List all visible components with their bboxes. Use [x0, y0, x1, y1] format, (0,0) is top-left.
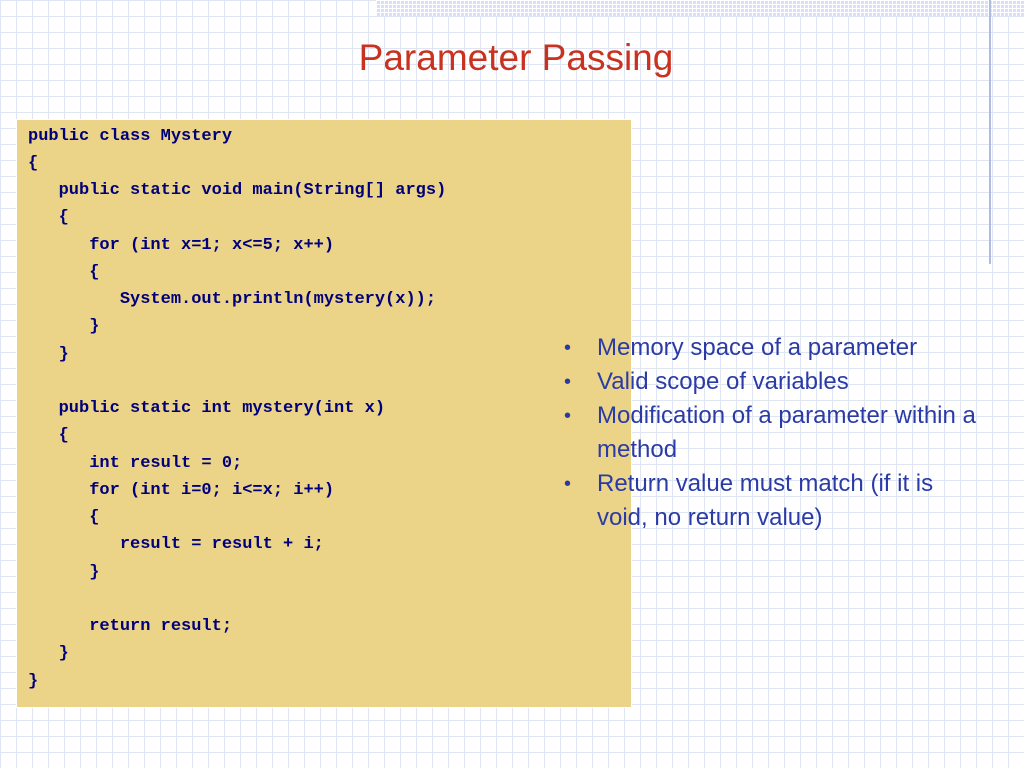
- code-line: {: [28, 263, 100, 282]
- code-line: }: [28, 644, 69, 663]
- bullet-item: • Modification of a parameter within a m…: [564, 399, 984, 467]
- decorative-rule: [989, 0, 991, 264]
- code-line: for (int x=1; x<=5; x++): [28, 236, 335, 255]
- code-line: public static void main(String[] args): [28, 181, 447, 200]
- code-line: {: [28, 154, 39, 173]
- bullet-item: • Valid scope of variables: [564, 365, 984, 399]
- bullet-item: • Memory space of a parameter: [564, 331, 984, 365]
- header-band: [376, 0, 1024, 16]
- code-line: }: [28, 345, 69, 364]
- code-line: }: [28, 563, 100, 582]
- code-line: public class Mystery: [28, 127, 233, 146]
- code-line: {: [28, 426, 69, 445]
- code-line: result = result + i;: [28, 535, 324, 554]
- bullet-list: • Memory space of a parameter • Valid sc…: [564, 331, 984, 535]
- code-block: public class Mystery { public static voi…: [16, 119, 632, 708]
- code-line: }: [28, 672, 39, 691]
- bullet-marker: •: [564, 405, 572, 427]
- bullet-marker: •: [564, 337, 572, 359]
- code-line: System.out.println(mystery(x));: [28, 290, 437, 309]
- code-line: {: [28, 208, 69, 227]
- bullet-text: Return value must match (if it is void, …: [597, 470, 934, 531]
- code-line: }: [28, 317, 100, 336]
- code-line: {: [28, 508, 100, 527]
- slide-title: Parameter Passing: [358, 37, 674, 78]
- bullet-text: Memory space of a parameter: [597, 334, 918, 361]
- bullet-marker: •: [564, 371, 572, 393]
- code-line: int result = 0;: [28, 454, 243, 473]
- bullet-item: • Return value must match (if it is void…: [564, 467, 984, 535]
- bullet-text: Modification of a parameter within a met…: [597, 402, 976, 463]
- code-line: return result;: [28, 617, 233, 636]
- code-line: for (int i=0; i<=x; i++): [28, 481, 335, 500]
- bullet-text: Valid scope of variables: [597, 368, 849, 395]
- code-line: public static int mystery(int x): [28, 399, 386, 418]
- bullet-marker: •: [564, 473, 572, 495]
